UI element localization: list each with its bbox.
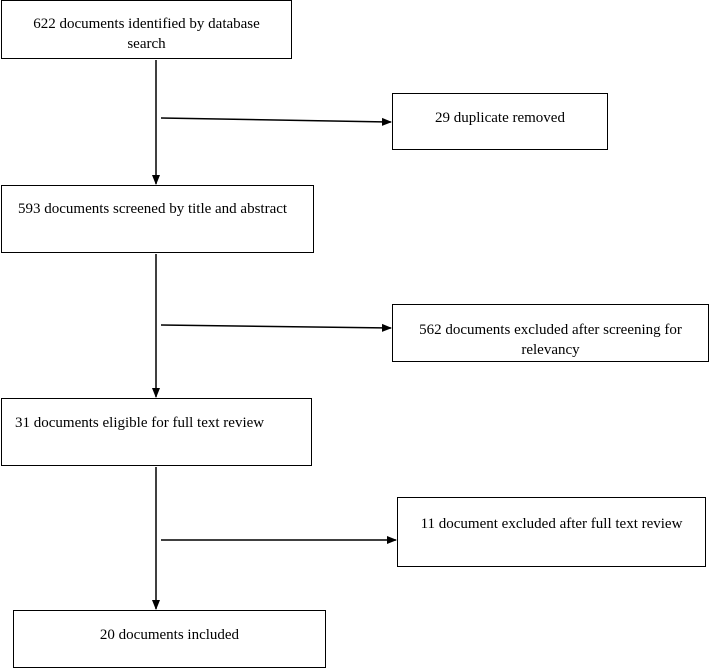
box-identified-line1: 622 documents identified by database xyxy=(33,16,260,32)
arrow-to-duplicates xyxy=(160,117,392,126)
box-excluded-fulltext-text: 11 document excluded after full text rev… xyxy=(420,516,683,532)
box-duplicates: 29 duplicate removed xyxy=(392,93,608,150)
box-included-text: 20 documents included xyxy=(99,627,240,643)
box-excluded-relevancy-line2: relevancy xyxy=(521,342,580,358)
box-identified: 622 documents identified by database sea… xyxy=(1,0,292,59)
box-excluded-relevancy: 562 documents excluded after screening f… xyxy=(392,304,709,362)
arrow-to-excluded-relevancy xyxy=(160,323,392,332)
box-duplicates-text: 29 duplicate removed xyxy=(435,110,565,126)
box-screened: 593 documents screened by title and abst… xyxy=(1,185,314,253)
box-screened-text: 593 documents screened by title and abst… xyxy=(18,201,288,217)
box-identified-line2: search xyxy=(127,36,166,52)
box-eligible: 31 documents eligible for full text revi… xyxy=(1,398,312,466)
box-excluded-fulltext: 11 document excluded after full text rev… xyxy=(397,497,706,567)
box-excluded-relevancy-line1: 562 documents excluded after screening f… xyxy=(419,322,682,338)
box-eligible-text: 31 documents eligible for full text revi… xyxy=(15,415,265,431)
box-included: 20 documents included xyxy=(13,610,326,668)
